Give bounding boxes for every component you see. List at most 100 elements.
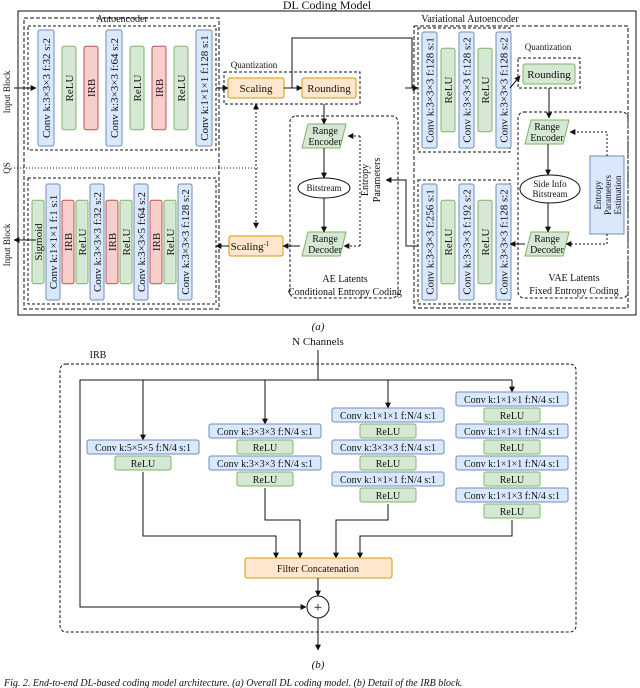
encoder-block-label: ReLU: [132, 75, 144, 102]
branch4-block-label: ReLU: [500, 475, 525, 486]
encoder-block: [105, 29, 123, 147]
branch4-block: [483, 503, 541, 519]
decoder-block: [75, 199, 89, 285]
encoder-block: [129, 45, 145, 131]
ae-entropy-frame: [289, 115, 399, 299]
branch4-block-label: Conv k:1×1×1 f:N/4 s:1: [464, 459, 560, 470]
entropy-est-line1: Entropy: [593, 180, 603, 209]
decoder-block: [149, 199, 163, 285]
part-b: N Channels IRB Conv k:5×5×5 f:N/4 s:1ReL…: [3, 336, 577, 688]
decoder-block: [163, 199, 177, 285]
encoder-block-label: Conv k:3×3×3 f:32 s:2: [41, 38, 53, 138]
caption-b: (b): [312, 659, 325, 671]
vae-decoder-block: [440, 199, 456, 285]
decoder-block: [45, 183, 61, 301]
branch4-block-label: Conv k:1×1×1 f:N/4 s:1: [464, 427, 560, 438]
range-encoder-vae: [524, 119, 570, 145]
decoder-block-label: IRB: [63, 233, 75, 251]
side-info-line2: Bitstream: [533, 189, 568, 199]
branch1-block-label: ReLU: [131, 459, 156, 470]
branch3-block-label: Conv k:1×1×1 f:N/4 s:1: [340, 475, 436, 486]
filter-concatenation-label: Filter Concatenation: [277, 564, 359, 575]
bitstream-ae-label: Bitstream: [307, 183, 342, 193]
branch4-block: [483, 439, 541, 455]
encoder-block-label: IRB: [154, 79, 166, 97]
vae-decoder-block: [458, 183, 475, 301]
vae-encoder-block: [421, 31, 438, 149]
decoder-block: [133, 183, 149, 301]
vae-decoder-block-label: ReLU: [480, 229, 492, 256]
branch4-block-label: ReLU: [500, 411, 525, 422]
branch3-block-label: ReLU: [376, 491, 401, 502]
vae-label: Variational Autoencoder: [421, 14, 519, 25]
branch1-out: [142, 472, 279, 559]
encoder-block: [37, 29, 55, 147]
entropy-estimation-block: [589, 155, 625, 235]
branch4-block: [483, 407, 541, 423]
vae-encoder-block: [458, 31, 475, 149]
decoder-group-frame: [27, 177, 217, 305]
decoder-block: [177, 183, 193, 301]
entropy-est-line2: Parameters: [603, 175, 613, 215]
vae-latents-line2: Fixed Entropy Coding: [529, 286, 618, 297]
branch3-block: [331, 471, 445, 487]
branch3-block: [331, 407, 445, 423]
scaling-inverse-label: Scaling-1: [231, 240, 270, 253]
arrow-vae-to-params: [385, 177, 418, 247]
entropy-params-line2: Parameters: [372, 158, 383, 203]
n-channels-label: N Channels: [292, 336, 344, 348]
vae-decoder-block: [477, 199, 493, 285]
vae-decoder-block-label: ReLU: [443, 229, 455, 256]
decoder-block-label: Conv k:3×3×3 f:32 s:2: [92, 192, 104, 292]
decoder-block: [31, 199, 45, 285]
range-decoder-ae-line1: Range: [312, 234, 338, 245]
vae-decoder-block-label: Conv k:3×3×3 f:256 s:1: [425, 189, 437, 295]
branch2-block: [236, 471, 294, 487]
encoder-block: [195, 29, 213, 147]
range-decoder-vae: [524, 231, 570, 257]
ae-latents-line2: Conditional Entropy Coding: [288, 287, 402, 298]
input-block-top-label: Input Block: [2, 70, 12, 113]
entropy-params-line1: Entropy: [360, 164, 371, 196]
branch4-block: [455, 487, 569, 503]
decoder-block-label: ReLU: [121, 229, 133, 256]
branch3-block-label: ReLU: [376, 427, 401, 438]
side-info-line1: Side Info: [533, 179, 567, 189]
decoder-block: [61, 199, 75, 285]
quantization-vae-label: Quantization: [525, 42, 572, 52]
branch4-block: [483, 471, 541, 487]
branch3-out: [333, 504, 389, 559]
branch3-block-label: Conv k:1×1×1 f:N/4 s:1: [340, 411, 436, 422]
branch2-block-label: ReLU: [253, 443, 278, 454]
encoder-block: [151, 45, 167, 131]
caption-a: (a): [312, 321, 325, 333]
dotted-est-to-decoder: [565, 234, 608, 247]
vae-encoder-block-label: ReLU: [480, 77, 492, 104]
branch4-block: [455, 391, 569, 407]
decoder-block-label: Conv k:1×1×1 f:1 s:1: [48, 195, 60, 290]
irb-label: IRB: [90, 350, 107, 361]
vae-encoder-block: [495, 31, 512, 149]
branch1-block: [114, 455, 172, 471]
qs-label: QS: [2, 162, 12, 174]
vae-latents-line1: VAE Latents: [548, 273, 599, 284]
add-symbol: +: [314, 600, 322, 616]
vae-decoder-frame: [417, 179, 511, 305]
branch4-block-label: ReLU: [500, 507, 525, 518]
branch4-block-label: Conv k:1×1×3 f:N/4 s:1: [464, 491, 560, 502]
branch1-block-label: Conv k:5×5×5 f:N/4 s:1: [95, 443, 191, 454]
figure-caption: Fig. 2. End-to-end DL-based coding model…: [3, 678, 462, 688]
decoder-block-label: Sigmoid: [33, 223, 45, 261]
encoder-block-label: Conv k:1×1×1 f:128 s:1: [199, 35, 211, 141]
dotted-est-to-encoder: [569, 129, 608, 156]
dl-coding-model-title: DL Coding Model: [283, 0, 372, 12]
decoder-block-label: IRB: [151, 233, 163, 251]
decoder-block-label: ReLU: [77, 229, 89, 256]
vae-encoder-block-label: ReLU: [443, 77, 455, 104]
vae-encoder-block-label: Conv k:3×3×3 f:128 s:2: [499, 37, 511, 143]
